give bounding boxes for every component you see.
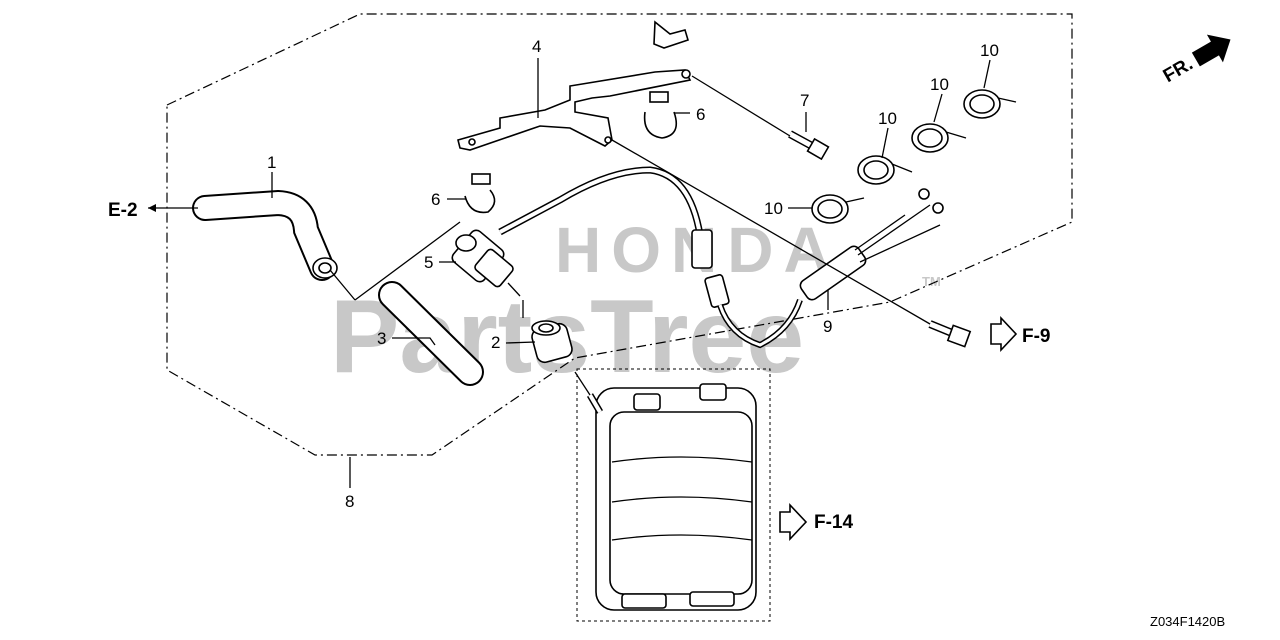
part-1-hose[interactable]: [192, 189, 338, 281]
watermark: HONDA PartsTree TM: [330, 214, 941, 395]
arrow-right-icon: [990, 315, 1018, 353]
orientation-indicator: FR.: [1160, 34, 1231, 87]
assembly-boundary: [166, 13, 1073, 456]
arrow-right-icon: [779, 502, 808, 542]
part-2-grommet[interactable]: [530, 320, 574, 364]
ref-f9-group[interactable]: F-9: [990, 315, 1051, 353]
callout-4: 4: [532, 37, 541, 56]
ref-f9[interactable]: F-9: [1022, 326, 1051, 347]
part-7-bolt[interactable]: [788, 130, 830, 161]
callout-6-lower: 6: [431, 190, 440, 209]
ref-f14-group[interactable]: F-14: [779, 502, 854, 542]
forward-arrow-icon: [1191, 34, 1231, 67]
callout-3: 3: [377, 329, 386, 348]
callout-10-c: 10: [930, 75, 949, 94]
callout-5: 5: [424, 253, 433, 272]
callout-10-b: 10: [878, 109, 897, 128]
ref-f14[interactable]: F-14: [814, 512, 854, 533]
watermark-tm: TM: [922, 274, 941, 289]
callout-2: 2: [491, 333, 500, 352]
callout-9: 9: [823, 317, 832, 336]
leader-lines: [148, 58, 991, 488]
air-cleaner[interactable]: [586, 383, 757, 611]
part-10-clamp-1[interactable]: [811, 194, 865, 224]
callout-1: 1: [267, 153, 276, 172]
part-10-clamp-3[interactable]: [911, 123, 967, 153]
part-9-harness[interactable]: [498, 166, 944, 349]
mounting-bolt[interactable]: [928, 320, 972, 348]
orientation-label: FR.: [1160, 54, 1197, 87]
callouts: 1 2 3 4 5 6 6 7 8 9 10 10 10 10: [267, 37, 999, 511]
part-6-clip-lower[interactable]: [464, 173, 496, 214]
callout-10-d: 10: [980, 41, 999, 60]
part-10-clamp-2[interactable]: [857, 155, 913, 185]
part-5-joint[interactable]: [450, 228, 521, 297]
callout-6-upper: 6: [696, 105, 705, 124]
callout-7: 7: [800, 91, 809, 110]
ref-e2[interactable]: E-2: [108, 200, 138, 221]
part-4-bracket[interactable]: [457, 20, 692, 151]
air-cleaner-box: [576, 368, 771, 622]
callout-10-a: 10: [764, 199, 783, 218]
callout-8: 8: [345, 492, 354, 511]
part-10-clamp-4[interactable]: [963, 89, 1017, 119]
part-6-clip-upper[interactable]: [643, 91, 678, 139]
part-3-hose[interactable]: [378, 281, 484, 386]
diagram-code: Z034F1420B: [1150, 614, 1225, 629]
